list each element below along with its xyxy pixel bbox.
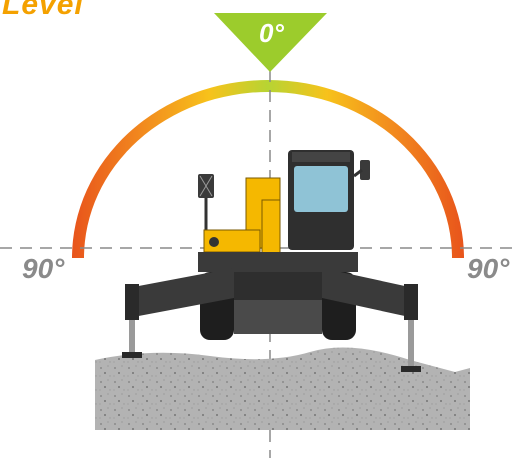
left-angle-label: 90° <box>22 253 65 284</box>
zero-degree-indicator <box>214 13 327 72</box>
top-angle-label: 0° <box>259 18 284 48</box>
title: Level <box>2 0 84 21</box>
rotating-machine <box>122 150 421 372</box>
ground-block <box>95 347 470 430</box>
right-angle-label: 90° <box>467 253 510 284</box>
outrigger-left <box>128 268 234 318</box>
outrigger-right <box>322 268 414 318</box>
